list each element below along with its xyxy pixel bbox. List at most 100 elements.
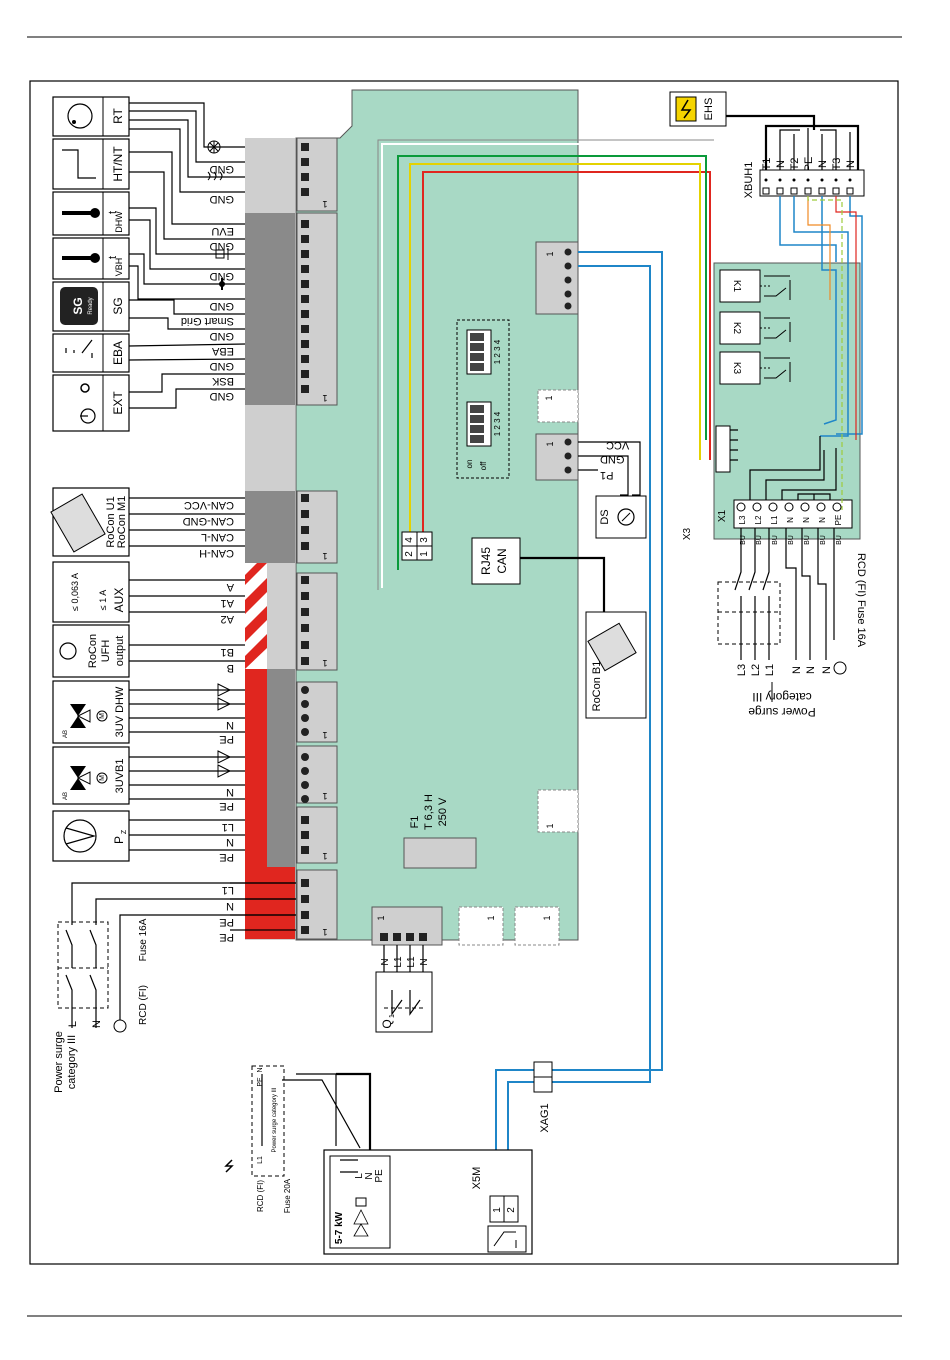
connector-spare-1: 1 — [537, 389, 579, 423]
svg-text:F1: F1 — [409, 816, 421, 829]
connector-xag1: XAG1 — [533, 1061, 553, 1133]
terminal — [301, 325, 309, 333]
terminal — [301, 879, 309, 887]
svg-text:X5M: X5M — [471, 1167, 483, 1190]
svg-text:1 2 3 4: 1 2 3 4 — [493, 411, 502, 436]
bu-label: BU — [772, 535, 779, 545]
svg-text:Z: Z — [121, 829, 128, 834]
terminal-block-dark-3 — [267, 669, 295, 807]
relay-contact — [764, 317, 791, 342]
terminal — [301, 700, 309, 708]
signal-label: PE — [219, 851, 234, 863]
connector-number: 1 — [322, 199, 327, 209]
terminal-dot — [764, 178, 768, 182]
connector-spare-2: 1 — [537, 789, 579, 833]
plug-icon — [215, 248, 229, 260]
svg-text:SG: SG — [71, 297, 85, 314]
connector-x3: 1 — [535, 241, 579, 315]
svg-text:1: 1 — [486, 915, 496, 920]
xbuh1-pin-label: PE — [803, 157, 815, 172]
lightning-icon — [224, 1159, 234, 1173]
svg-text:GND: GND — [600, 453, 625, 465]
svg-text:XAG1: XAG1 — [539, 1103, 551, 1132]
bu-label: BU — [756, 535, 763, 545]
fuse-f1: F1 T 6,3 H 250 V — [403, 794, 477, 869]
signal-label: GND — [210, 360, 235, 372]
svg-text:Q: Q — [380, 1019, 394, 1028]
terminal — [301, 753, 309, 761]
contact-switch-icon — [65, 339, 93, 358]
xbuh1-pin-label: T1 — [761, 158, 773, 171]
svg-text:N: N — [364, 1172, 375, 1179]
valve-direction-icon — [217, 764, 232, 778]
svg-text:t: t — [107, 211, 119, 214]
x1-terminal — [816, 502, 826, 512]
svg-text:UFH: UFH — [100, 640, 112, 663]
uv-dhw-label: 3UV DHW — [114, 686, 126, 737]
terminal-dot — [834, 178, 838, 182]
tariff-switch-icon — [62, 149, 96, 179]
switch-q1: N L1 L1 N Q 1 — [375, 945, 433, 1033]
svg-text:N: N — [419, 958, 430, 965]
relay-label: K2 — [731, 322, 742, 335]
signal-label: N — [226, 719, 234, 731]
signal-label: GND — [210, 330, 235, 342]
svg-text:1: 1 — [545, 441, 555, 446]
x1-pin-label: L1 — [770, 515, 779, 524]
temperature-sensor-icon — [90, 208, 100, 218]
room-unit-icon — [50, 493, 106, 553]
svg-text:RCD (FI): RCD (FI) — [138, 985, 149, 1025]
svg-text:L: L — [67, 1021, 79, 1027]
signal-label: PE — [219, 931, 234, 943]
terminal — [301, 714, 309, 722]
device-rocon-b1: RoCon B1 — [585, 611, 647, 719]
terminal-block-dark-4 — [267, 807, 295, 867]
signal-label: GND — [210, 300, 235, 312]
signal-label: CAN-H — [199, 547, 234, 559]
svg-text:1: 1 — [545, 823, 555, 828]
terminal — [301, 816, 309, 824]
device-vbh-sensor: VBH t — [52, 237, 130, 280]
terminal-block-dark-1 — [245, 213, 295, 405]
sun-icon — [80, 383, 90, 393]
device-ext: EXT — [52, 374, 130, 432]
svg-text:T 6,3 H: T 6,3 H — [423, 794, 435, 830]
left-power-supply: Power surge category III L N RCD (FI) Fu… — [53, 882, 296, 1093]
svg-text:PE: PE — [374, 1169, 385, 1183]
terminal — [301, 624, 309, 632]
signal-label: B1 — [221, 646, 234, 658]
x3-label: X3 — [682, 527, 693, 540]
line-label: N — [791, 666, 803, 674]
wire — [129, 151, 245, 225]
thermostat-icon — [67, 103, 93, 129]
device-3uvb1: M AB 3UVB1 — [52, 746, 130, 805]
terminals — [301, 143, 309, 934]
connector-spare-3: 1 — [458, 906, 504, 946]
htnt-label: HT/NT — [111, 146, 125, 182]
terminal — [301, 265, 309, 273]
svg-text:1: 1 — [492, 1207, 503, 1213]
line-label: L3 — [736, 664, 748, 676]
relay-coil — [719, 311, 761, 345]
connector-number: 1 — [322, 658, 327, 668]
wire — [128, 343, 246, 347]
xbuh1-terminal — [846, 187, 854, 195]
svg-text:PE: PE — [257, 1077, 264, 1087]
svg-text:output: output — [114, 636, 126, 667]
xbuh1-pin-label: T3 — [831, 158, 843, 171]
line-label: N — [805, 666, 817, 674]
signal-label: BSK — [211, 375, 234, 387]
svg-text:DS: DS — [599, 509, 611, 524]
xbuh1-terminal — [804, 187, 812, 195]
signal-label: A — [226, 581, 234, 593]
red-hatching — [245, 563, 267, 669]
xbuh1-terminal — [818, 187, 826, 195]
wire — [129, 219, 245, 270]
terminal — [301, 494, 309, 502]
terminal — [301, 173, 309, 181]
svg-text:4: 4 — [404, 537, 415, 543]
x1-terminal — [768, 502, 778, 512]
svg-text:XBUH1: XBUH1 — [743, 162, 755, 199]
svg-text:N: N — [91, 1020, 103, 1028]
ehs-unit: EHS — [669, 91, 816, 130]
